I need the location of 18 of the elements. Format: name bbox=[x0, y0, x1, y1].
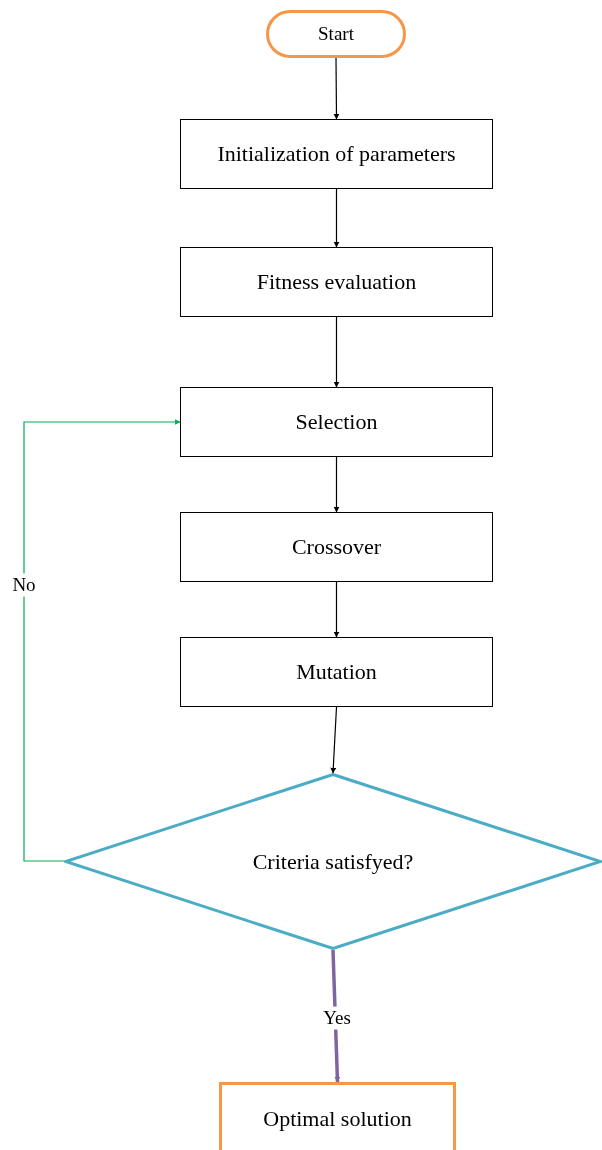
arrow bbox=[333, 581, 340, 638]
arrow bbox=[23, 419, 181, 862]
edge-label: No bbox=[10, 573, 38, 597]
decision-text: Criteria satisfyed? bbox=[252, 848, 414, 875]
start-terminal: Start bbox=[266, 10, 406, 58]
arrow bbox=[333, 456, 340, 513]
arrow bbox=[333, 188, 340, 248]
arrow bbox=[333, 316, 340, 388]
output-box: Optimal solution bbox=[219, 1082, 456, 1150]
process-box: Mutation bbox=[180, 637, 493, 707]
process-box: Crossover bbox=[180, 512, 493, 582]
process-box: Initialization of parameters bbox=[180, 119, 493, 189]
edge-label: Yes bbox=[321, 1006, 353, 1030]
decision-diamond bbox=[64, 773, 602, 950]
arrow bbox=[333, 57, 340, 120]
arrow bbox=[330, 706, 338, 774]
process-box: Fitness evaluation bbox=[180, 247, 493, 317]
process-box: Selection bbox=[180, 387, 493, 457]
